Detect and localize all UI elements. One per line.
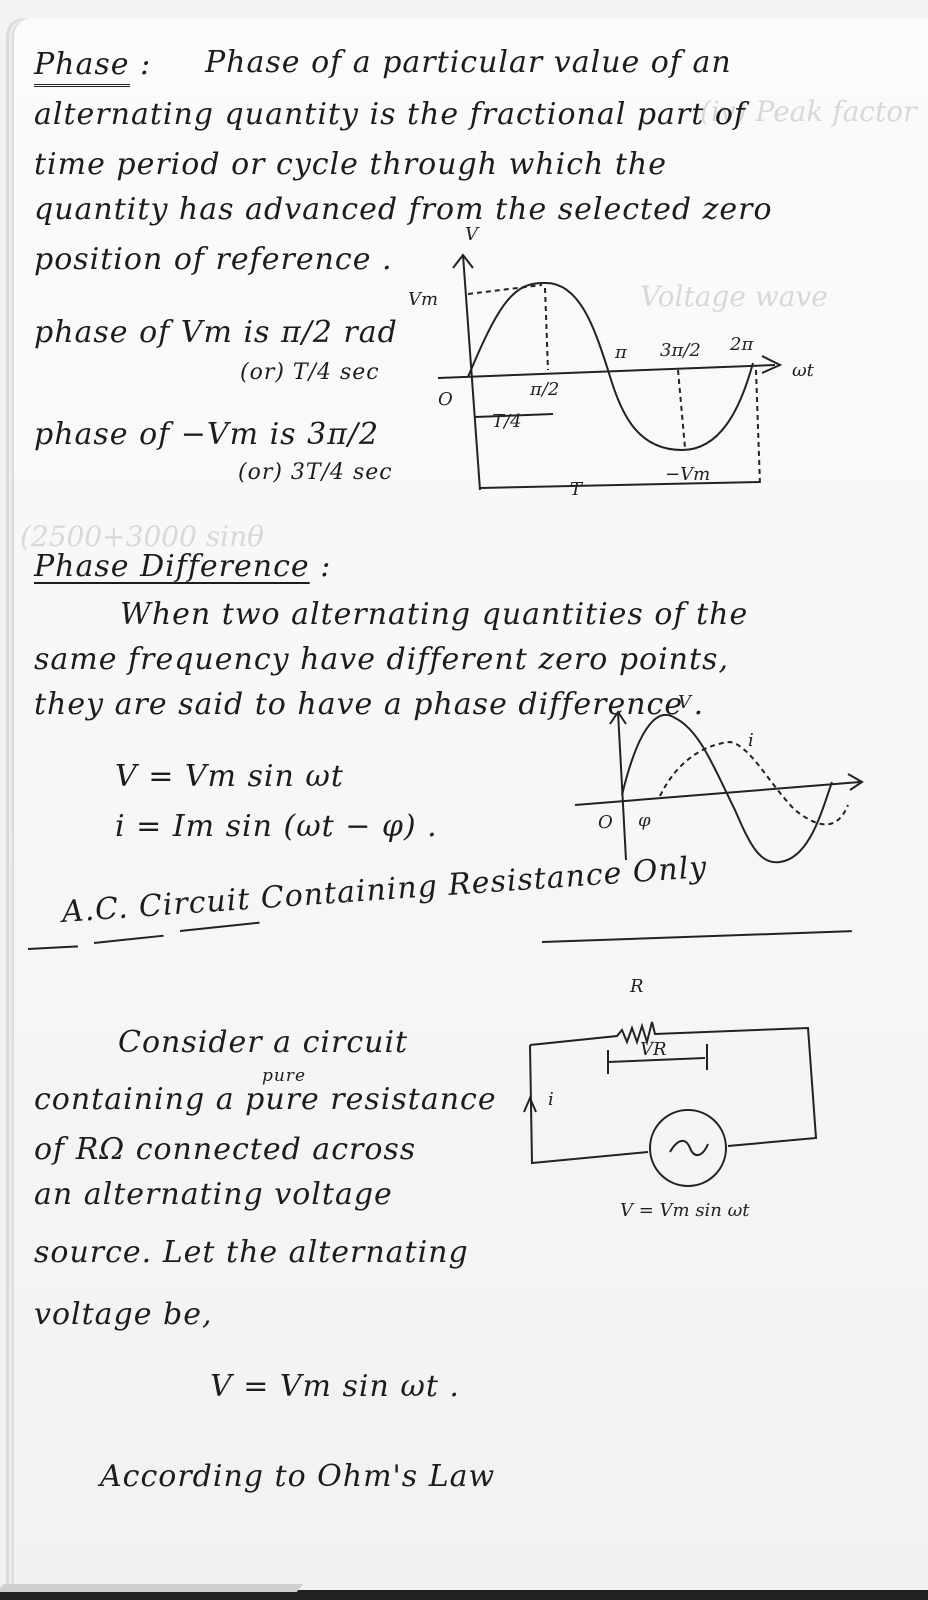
circuit-wire-left-bottom bbox=[529, 1044, 649, 1165]
vm-phase-note: phase of Vm is π/2 rad bbox=[34, 315, 398, 350]
x-axis-arrow-icon bbox=[847, 773, 864, 791]
current-equation: i = Im sin (ωt − φ) . bbox=[115, 809, 438, 844]
y-axis bbox=[617, 711, 627, 861]
tick-3pi-over-2: 3π/2 bbox=[660, 340, 701, 361]
neg-vm-phase-note-alt: (or) 3T/4 sec bbox=[238, 460, 393, 485]
resistance-line-6: voltage be, bbox=[34, 1297, 213, 1332]
phase-angle-label: φ bbox=[638, 810, 651, 831]
sine-curve bbox=[467, 281, 754, 452]
tick-2pi: 2π bbox=[729, 334, 754, 355]
phase-line-5: position of reference . bbox=[34, 242, 393, 277]
ohms-law-line: According to Ohm's Law bbox=[100, 1459, 496, 1494]
vr-arrow bbox=[607, 1057, 706, 1063]
phase-line-1-rest: Phase of a particular value of an bbox=[205, 45, 732, 80]
phase-line-4: quantity has advanced from the selected … bbox=[34, 192, 773, 227]
resistance-line-4: an alternating voltage bbox=[34, 1177, 393, 1212]
i-curve-label: i bbox=[748, 730, 754, 751]
scanner-edge bbox=[0, 1590, 928, 1600]
x-axis bbox=[574, 781, 861, 806]
current-direction-arrow-icon bbox=[523, 1095, 537, 1113]
vm-phase-note-alt: (or) T/4 sec bbox=[240, 360, 380, 385]
period-label: T bbox=[570, 479, 584, 500]
y-axis-arrow-icon bbox=[609, 710, 627, 725]
notebook-page bbox=[14, 18, 928, 1590]
y-axis-arrow-icon bbox=[452, 253, 474, 269]
voltage-equation: V = Vm sin ωt bbox=[115, 759, 344, 794]
tick-pi-over-2: π/2 bbox=[529, 379, 559, 400]
source-voltage-equation: V = Vm sin ωt . bbox=[210, 1369, 460, 1404]
trough-dashed bbox=[677, 369, 686, 449]
phase-line-2: alternating quantity is the fractional p… bbox=[34, 97, 747, 132]
quarter-period-arrow bbox=[474, 413, 554, 418]
resistor-label: R bbox=[629, 976, 644, 997]
section-phase-difference: Phase Difference : bbox=[34, 552, 331, 582]
phase-line-3: time period or cycle through which the bbox=[34, 147, 668, 182]
x-axis-arrow-icon bbox=[761, 355, 783, 374]
phase-heading: Phase bbox=[34, 47, 130, 87]
phase-difference-waveform: V i O φ bbox=[574, 692, 864, 864]
y-axis bbox=[462, 254, 481, 491]
origin-label: O bbox=[598, 812, 613, 833]
resistance-line-5: source. Let the alternating bbox=[34, 1235, 469, 1270]
tick-pi: π bbox=[614, 342, 628, 363]
y-axis-label: V bbox=[465, 224, 480, 245]
resistance-line-2: containing a pure resistance bbox=[34, 1082, 497, 1117]
section-phase: Phase : bbox=[34, 47, 152, 87]
x-axis bbox=[437, 364, 776, 379]
neg-vm-phase-note: phase of −Vm is 3π/2 bbox=[34, 417, 380, 452]
peak-dashed-line bbox=[467, 284, 543, 295]
period-end-dashed bbox=[755, 369, 761, 486]
phase-diff-line-2: same frequency have different zero point… bbox=[34, 642, 729, 677]
phase-diff-line-3: they are said to have a phase difference… bbox=[34, 687, 705, 722]
peak-drop-dashed bbox=[544, 287, 549, 371]
bleed-through-text: Voltage wave bbox=[640, 280, 828, 313]
resistive-circuit-diagram: R VR i V = Vm sin ωt bbox=[523, 976, 818, 1221]
peak-label: Vm bbox=[408, 289, 438, 310]
current-curve bbox=[659, 740, 849, 826]
bleed-through-text: (iv) Peak factor bbox=[700, 95, 917, 128]
resistance-line-1: Consider a circuit bbox=[118, 1025, 409, 1060]
v-curve-label: V bbox=[678, 692, 693, 713]
resistance-line-3: of RΩ connected across bbox=[34, 1132, 417, 1167]
x-axis-label: ωt bbox=[792, 360, 815, 381]
origin-label: O bbox=[438, 389, 453, 410]
current-label: i bbox=[548, 1089, 554, 1110]
quarter-period-label: T/4 bbox=[492, 411, 522, 432]
phase-difference-heading: Phase Difference bbox=[34, 549, 310, 584]
sine-wave-icon bbox=[669, 1140, 709, 1156]
bleed-through-text: (2500+3000 sinθ bbox=[20, 520, 265, 553]
period-arrow bbox=[479, 481, 761, 489]
source-equation-label: V = Vm sin ωt bbox=[620, 1200, 750, 1221]
sine-waveform-diagram: V ωt O Vm −Vm π/2 π 3π/2 2π T/4 T bbox=[408, 224, 815, 500]
voltage-curve bbox=[621, 713, 833, 864]
phase-diff-line-1: When two alternating quantities of the bbox=[120, 597, 749, 632]
trough-label: −Vm bbox=[665, 464, 710, 485]
insertion-word: pure bbox=[262, 1066, 307, 1086]
circuit-wire-top-right bbox=[529, 1021, 818, 1147]
heading-colon: : bbox=[140, 47, 152, 82]
voltage-drop-label: VR bbox=[640, 1039, 667, 1060]
ac-source-symbol bbox=[649, 1109, 727, 1187]
heading-colon: : bbox=[320, 549, 332, 584]
